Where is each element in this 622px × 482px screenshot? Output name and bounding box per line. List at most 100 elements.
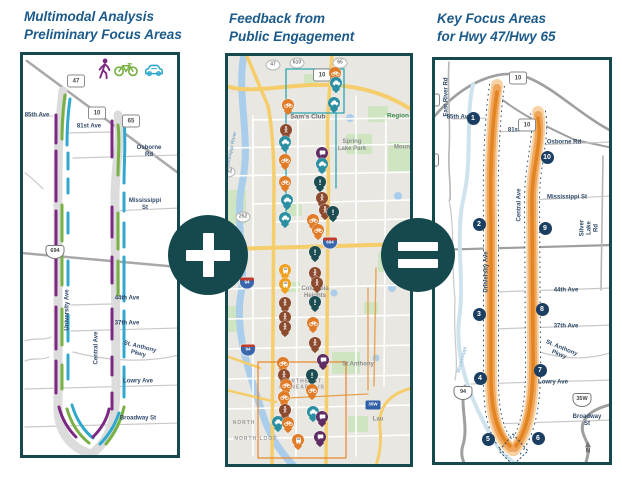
street-label: NORTH bbox=[232, 420, 256, 427]
feedback-pin-walk bbox=[309, 267, 321, 283]
feedback-pin-chat bbox=[317, 354, 329, 370]
street-label: 85th Ave bbox=[446, 114, 472, 121]
road-shield-694: 694 bbox=[45, 245, 65, 259]
road-shield-10: 10 bbox=[88, 106, 106, 120]
feedback-pin-bus bbox=[279, 264, 291, 280]
street-label: Sam's Club bbox=[290, 113, 326, 121]
feedback-pin-car bbox=[328, 97, 340, 113]
street-label: 85th Ave bbox=[24, 112, 50, 119]
focus-area-number-5: 5 bbox=[481, 432, 495, 446]
feedback-pin-bike bbox=[282, 417, 294, 433]
multimodal-map-graphics bbox=[23, 59, 177, 455]
right-title-line1: Key Focus Areas bbox=[437, 11, 547, 26]
feedback-pin-bike bbox=[307, 214, 319, 230]
street-label: Silver Lake Rd bbox=[579, 219, 600, 237]
feedback-pin-car bbox=[316, 158, 328, 174]
road-shield-47: 47 bbox=[265, 59, 281, 71]
north-arrow: N bbox=[585, 441, 591, 455]
street-label: Osborne Rd bbox=[546, 139, 582, 146]
middle-panel-title: Feedback from Public Engagement bbox=[229, 10, 354, 46]
road-shield-94: 94 bbox=[240, 343, 256, 357]
road-shield-0: 0 bbox=[435, 93, 440, 107]
street-label: 37th Ave bbox=[553, 323, 579, 330]
feedback-pin-bike bbox=[312, 224, 324, 240]
street-label: Lau bbox=[372, 416, 384, 423]
road-shield-35W: 35W bbox=[365, 400, 381, 410]
feedback-pin-car bbox=[281, 194, 293, 210]
road-shield-65: 65 bbox=[332, 57, 348, 69]
focus-area-number-10: 10 bbox=[540, 150, 554, 164]
left-title-line2: Preliminary Focus Areas bbox=[24, 27, 182, 43]
road-shield-47: 47 bbox=[67, 74, 85, 88]
feedback-pin-bike bbox=[278, 391, 290, 407]
road-shield-10: 10 bbox=[313, 68, 331, 82]
street-label: Osborne Rd bbox=[136, 145, 162, 158]
feedback-pin-chat bbox=[316, 411, 328, 427]
street-label: Spring Lake Park bbox=[337, 139, 367, 152]
street-label: NORTHEAST MINNEAPOLIS bbox=[279, 378, 325, 390]
feedback-pin-car bbox=[279, 212, 291, 228]
walk-mode-icon bbox=[98, 58, 111, 80]
street-label: Broadway St bbox=[572, 414, 602, 427]
feedback-pin-bike bbox=[279, 154, 291, 170]
feedback-pin-walk bbox=[279, 404, 291, 420]
street-label: Broadway St bbox=[119, 415, 157, 422]
feedback-map-graphics bbox=[228, 56, 410, 464]
middle-title-line2: Public Engagement bbox=[229, 29, 355, 45]
road-shield-2: 2 bbox=[435, 153, 439, 167]
focus-area-number-6: 6 bbox=[531, 431, 545, 445]
street-label: 81st Ave bbox=[76, 123, 102, 130]
street-label: Moun bbox=[394, 144, 410, 151]
focus-area-number-3: 3 bbox=[472, 307, 486, 321]
street-label: Central Ave bbox=[516, 188, 523, 222]
feedback-pin-bus bbox=[279, 278, 291, 294]
road-shield-94: 94 bbox=[453, 386, 473, 400]
focus-area-number-8: 8 bbox=[535, 302, 549, 316]
feedback-pin-bus bbox=[292, 434, 304, 450]
feedback-pin-walk bbox=[280, 124, 292, 140]
middle-title-line1: Feedback from bbox=[229, 11, 326, 26]
plus-bar-vertical bbox=[202, 233, 214, 277]
equals-operator bbox=[381, 218, 455, 292]
feedback-pin-walk bbox=[309, 337, 321, 353]
feedback-pin-car bbox=[279, 136, 291, 152]
plus-operator bbox=[168, 215, 248, 295]
feedback-pin-walk bbox=[311, 277, 323, 293]
road-shield-10: 10 bbox=[509, 71, 527, 85]
feedback-pin-exclaim bbox=[314, 176, 326, 192]
street-label: 37th Ave bbox=[114, 320, 140, 327]
feedback-pin-bike bbox=[307, 317, 319, 333]
focus-area-number-4: 4 bbox=[473, 371, 487, 385]
road-shield-252: 252 bbox=[235, 211, 251, 223]
road-shield-94: 94 bbox=[239, 276, 255, 290]
feedback-pin-walk bbox=[279, 297, 291, 313]
street-label: Central Ave bbox=[93, 331, 100, 365]
feedback-pin-exclaim bbox=[306, 369, 318, 385]
street-label: 44th Ave bbox=[114, 295, 140, 302]
road-shield-35W: 35W bbox=[572, 393, 592, 407]
feedback-pin-walk bbox=[278, 369, 290, 385]
road-shield-610: 610 bbox=[289, 57, 305, 69]
feedback-pin-exclaim bbox=[309, 296, 321, 312]
street-label: 44th Ave bbox=[553, 287, 579, 294]
street-label: Lowry Ave bbox=[123, 378, 153, 385]
feedback-pin-bike bbox=[280, 379, 292, 395]
road-shield-10: 10 bbox=[518, 118, 536, 132]
feedback-pin-bike bbox=[277, 357, 289, 373]
feedback-pin-walk bbox=[316, 192, 328, 208]
focus-area-number-9: 9 bbox=[538, 221, 552, 235]
bike-mode-icon bbox=[114, 62, 138, 77]
feedback-pin-chat bbox=[316, 147, 328, 163]
equals-bars bbox=[398, 242, 438, 268]
north-arrow-triangle bbox=[585, 441, 591, 448]
road-shield-65: 65 bbox=[122, 114, 140, 128]
feedback-pin-bike bbox=[306, 384, 318, 400]
focus-area-number-2: 2 bbox=[472, 217, 486, 231]
street-label: Region bbox=[386, 112, 410, 120]
feedback-pin-exclaim bbox=[327, 206, 339, 222]
focus-area-number-1: 1 bbox=[466, 111, 480, 125]
feedback-pin-walk bbox=[279, 321, 291, 337]
car-mode-icon bbox=[144, 64, 164, 77]
